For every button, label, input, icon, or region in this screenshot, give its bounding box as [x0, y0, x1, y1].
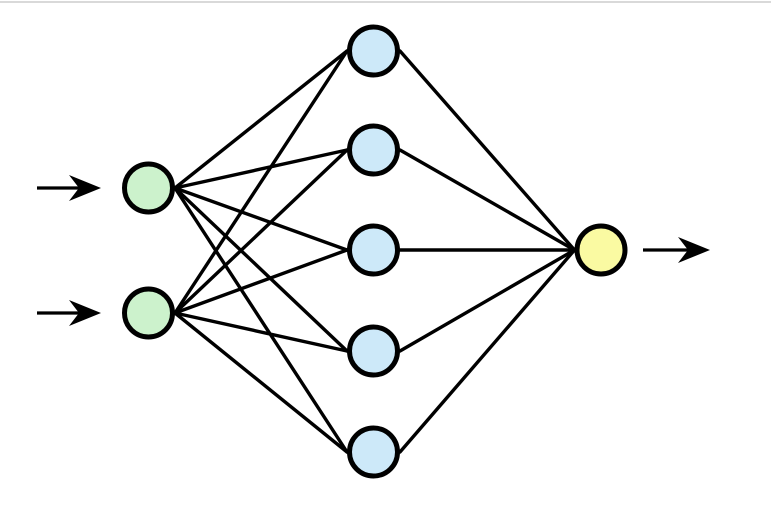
edge-i1-h1: [173, 49, 349, 190]
edges-layer: [173, 49, 577, 454]
arrows-layer: [37, 175, 710, 326]
right-arrowhead-icon: [69, 175, 101, 201]
input-arrow-1: [37, 175, 101, 201]
input-node-1: [122, 161, 175, 215]
output-node-1: [574, 223, 628, 277]
hidden-node-3: [347, 223, 400, 277]
nodes-layer: [122, 24, 628, 479]
hidden-node-5: [347, 425, 400, 479]
hidden-node-2: [347, 123, 400, 177]
edge-i1-h2: [173, 148, 349, 190]
edge-i1-h5: [173, 186, 349, 454]
edge-i2-h3: [173, 248, 349, 315]
edge-h4-o1: [398, 248, 577, 353]
hidden-node-1: [347, 24, 400, 78]
output-arrow: [643, 237, 710, 263]
input-node-2: [122, 286, 175, 340]
edge-i2-h5: [173, 311, 349, 454]
edge-i2-h4: [173, 311, 349, 353]
edge-h5-o1: [398, 248, 577, 454]
edge-h2-o1: [398, 148, 577, 252]
edge-i1-h3: [173, 186, 349, 252]
top-border: [0, 1, 771, 3]
hidden-node-4: [347, 324, 400, 378]
right-arrowhead-icon: [678, 237, 710, 263]
edge-i2-h2: [173, 148, 349, 315]
edge-i2-h1: [173, 49, 349, 315]
input-arrow-2: [37, 300, 101, 326]
edge-h1-o1: [398, 49, 577, 252]
edge-i1-h4: [173, 186, 349, 353]
right-arrowhead-icon: [69, 300, 101, 326]
